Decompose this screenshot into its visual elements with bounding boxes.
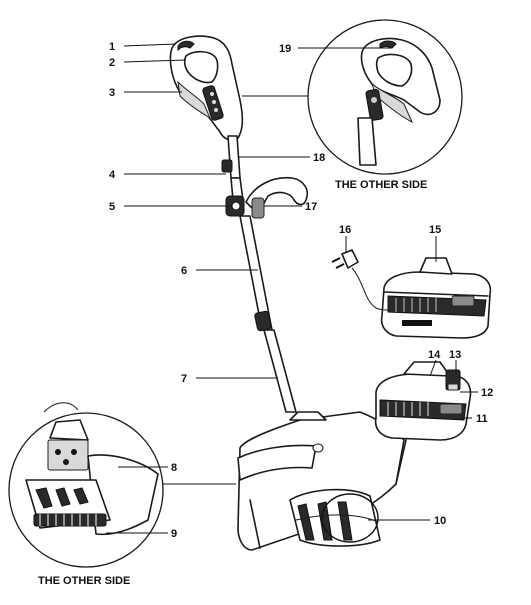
main-handle-assembly bbox=[169, 35, 244, 141]
callout-10: 10 bbox=[434, 515, 446, 527]
caption-other-side-top: THE OTHER SIDE bbox=[335, 179, 427, 191]
callout-numbers: 1 2 3 4 5 6 7 8 9 10 11 12 13 14 15 16 1… bbox=[109, 41, 493, 540]
callout-6: 6 bbox=[181, 265, 187, 277]
callout-2: 2 bbox=[109, 57, 115, 69]
callout-16: 16 bbox=[339, 224, 351, 236]
top-inset-other-side bbox=[307, 19, 463, 175]
callout-7: 7 bbox=[181, 373, 187, 385]
upper-shaft bbox=[221, 135, 244, 201]
callout-17: 17 bbox=[305, 201, 317, 213]
callout-19: 19 bbox=[279, 43, 291, 55]
shovel-housing bbox=[237, 411, 407, 551]
battery-charger bbox=[380, 257, 492, 339]
caption-other-side-bottom: THE OTHER SIDE bbox=[38, 575, 130, 587]
callout-12: 12 bbox=[481, 387, 493, 399]
callout-1: 1 bbox=[109, 41, 115, 53]
callout-3: 3 bbox=[109, 87, 115, 99]
bottom-inset-other-side bbox=[8, 402, 164, 568]
battery-pack bbox=[374, 361, 472, 441]
callout-8: 8 bbox=[171, 462, 177, 474]
charger-plug-and-cord bbox=[331, 249, 389, 311]
callout-18: 18 bbox=[313, 152, 325, 164]
callout-15: 15 bbox=[429, 224, 441, 236]
auxiliary-handle bbox=[225, 177, 308, 219]
callout-4: 4 bbox=[109, 169, 116, 181]
leader-lines bbox=[106, 43, 478, 534]
callout-14: 14 bbox=[428, 349, 441, 361]
callout-13: 13 bbox=[449, 349, 461, 361]
lower-shaft bbox=[239, 215, 297, 413]
callout-9: 9 bbox=[171, 528, 177, 540]
callout-5: 5 bbox=[109, 201, 115, 213]
callout-11: 11 bbox=[476, 413, 488, 425]
